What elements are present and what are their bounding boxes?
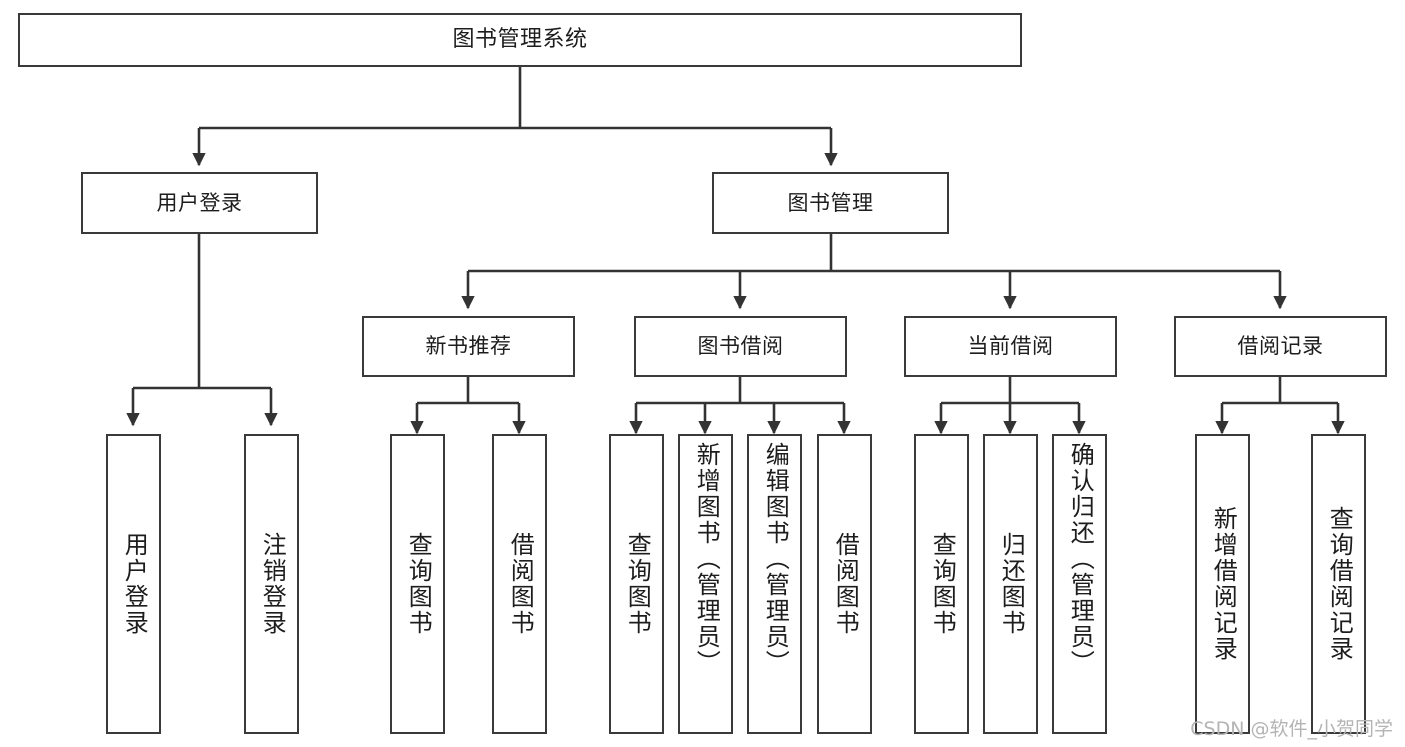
node-label: 借阅图书 (506, 532, 535, 636)
node-label: 借阅图书 (831, 532, 860, 636)
leaf-borrow-edit-book[interactable]: 编辑图书（管理员） (747, 434, 802, 734)
leaf-record-query-record[interactable]: 查询借阅记录 (1311, 434, 1366, 734)
node-new-book-recommend[interactable]: 新书推荐 (362, 316, 575, 377)
node-book-management[interactable]: 图书管理 (712, 172, 949, 234)
node-label: 新增借阅记录 (1209, 506, 1238, 662)
node-current-borrow[interactable]: 当前借阅 (904, 316, 1117, 377)
node-label: 查询图书 (404, 532, 433, 636)
node-label: 编辑图书（管理员） (761, 442, 790, 676)
node-label: 查询图书 (928, 532, 957, 636)
node-label: 图书管理 (787, 190, 874, 215)
leaf-recommend-query-book[interactable]: 查询图书 (390, 434, 445, 734)
node-label: 确认归还（管理员） (1066, 442, 1095, 676)
node-label: 借阅记录 (1237, 334, 1324, 358)
node-label: 用户登录 (156, 190, 243, 215)
leaf-recommend-borrow-book[interactable]: 借阅图书 (492, 434, 547, 734)
node-user-login[interactable]: 用户登录 (81, 172, 318, 234)
leaf-user-logout[interactable]: 注销登录 (244, 434, 299, 734)
node-label: 用户登录 (120, 532, 149, 636)
leaf-current-confirm-return[interactable]: 确认归还（管理员） (1052, 434, 1107, 734)
node-label: 注销登录 (258, 532, 287, 636)
leaf-record-add-record[interactable]: 新增借阅记录 (1195, 434, 1250, 734)
leaf-current-return-book[interactable]: 归还图书 (983, 434, 1038, 734)
node-label: 图书借阅 (697, 334, 784, 358)
leaf-borrow-query-book[interactable]: 查询图书 (609, 434, 664, 734)
leaf-current-query-book[interactable]: 查询图书 (914, 434, 969, 734)
node-label: 查询图书 (623, 532, 652, 636)
node-label: 查询借阅记录 (1325, 506, 1354, 662)
node-root-system[interactable]: 图书管理系统 (18, 13, 1022, 67)
leaf-borrow-borrow-book[interactable]: 借阅图书 (817, 434, 872, 734)
leaf-user-login[interactable]: 用户登录 (106, 434, 161, 734)
node-borrow-record[interactable]: 借阅记录 (1174, 316, 1387, 377)
node-label: 图书管理系统 (452, 27, 588, 52)
node-book-borrow[interactable]: 图书借阅 (634, 316, 847, 377)
node-label: 新书推荐 (425, 334, 512, 358)
node-label: 当前借阅 (967, 334, 1054, 358)
leaf-borrow-add-book[interactable]: 新增图书（管理员） (678, 434, 733, 734)
node-label: 归还图书 (997, 532, 1026, 636)
watermark-text: CSDN @软件_小贺同学 (1190, 718, 1393, 740)
node-label: 新增图书（管理员） (692, 442, 721, 676)
